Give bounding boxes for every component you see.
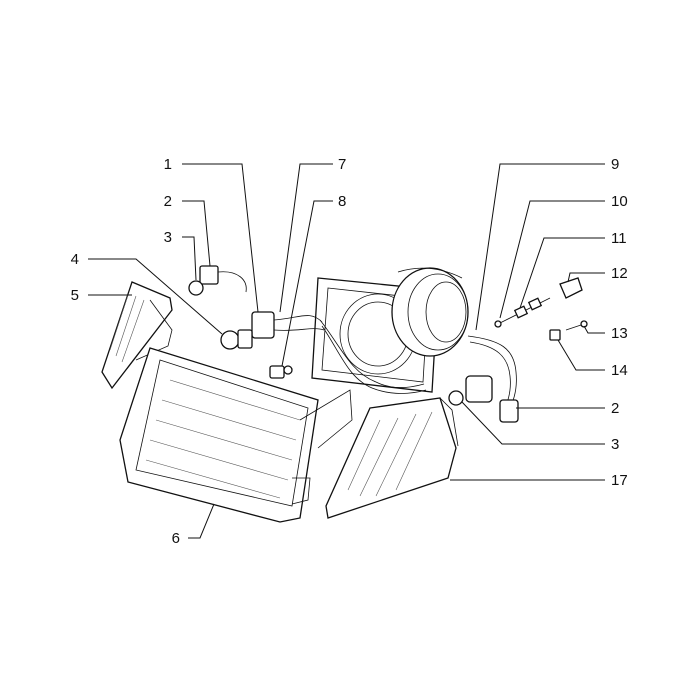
callout-10: 10 [611, 193, 628, 210]
callout-7: 7 [338, 156, 346, 173]
headlamp-lens [119, 347, 353, 523]
callout-8: 8 [338, 193, 346, 210]
side-marker-lens [101, 281, 173, 390]
callout-4: 4 [71, 251, 79, 268]
callout-14: 14 [611, 362, 628, 379]
headlamp-bowl [391, 267, 469, 357]
callout-3-right: 3 [611, 436, 619, 453]
callout-9: 9 [611, 156, 619, 173]
bulb-holder-connector [251, 311, 325, 339]
callout-13: 13 [611, 325, 628, 342]
small-bulb [269, 365, 293, 379]
headlamp-bulb [188, 265, 247, 296]
callout-11: 11 [611, 230, 627, 247]
indicator-bulb-socket [448, 375, 519, 423]
callout-labels: 1 2 3 4 5 6 7 8 9 10 11 12 13 14 2 3 17 [71, 156, 628, 547]
screw-and-clip [549, 320, 588, 341]
callout-2-right: 2 [611, 400, 619, 417]
adjuster-screw-assembly [494, 277, 583, 328]
callout-5: 5 [71, 287, 79, 304]
indicator-lens [325, 397, 459, 519]
callout-3: 3 [164, 229, 172, 246]
callout-1: 1 [164, 156, 172, 173]
callout-6: 6 [172, 530, 180, 547]
callout-12: 12 [611, 265, 628, 282]
leader-lines [88, 163, 605, 539]
callout-2: 2 [164, 193, 172, 210]
callout-17: 17 [611, 472, 628, 489]
position-bulb [220, 329, 253, 350]
